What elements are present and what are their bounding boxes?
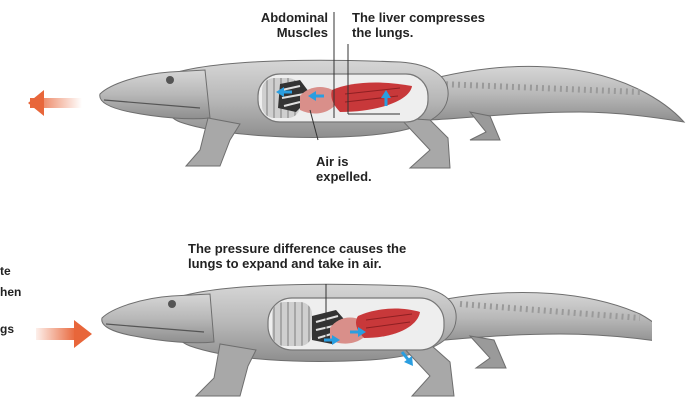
pressure-label-line1: The pressure difference causes the — [188, 241, 406, 256]
right-edge-panel — [652, 276, 687, 398]
liver-label-line1: The liver compresses — [352, 10, 485, 25]
bottom-alligator — [36, 284, 676, 396]
abdominal-label-line2: Muscles — [277, 25, 328, 40]
left-cut-line1: te — [0, 264, 11, 278]
pressure-difference-label: The pressure difference causes the lungs… — [188, 241, 406, 271]
left-cut-text-3: gs — [0, 322, 14, 336]
air-expelled-label: Air is expelled. — [316, 154, 372, 184]
abdominal-muscles-label: Abdominal Muscles — [252, 10, 328, 40]
air-label-line1: Air is — [316, 154, 349, 169]
liver-compresses-label: The liver compresses the lungs. — [352, 10, 485, 40]
air-label-line2: expelled. — [316, 169, 372, 184]
liver-label-line2: the lungs. — [352, 25, 413, 40]
abdominal-label-line1: Abdominal — [261, 10, 328, 25]
left-cut-line2: hen — [0, 285, 21, 299]
left-cut-line3: gs — [0, 322, 14, 336]
left-cut-text-2: hen — [0, 285, 21, 299]
pressure-label-line2: lungs to expand and take in air. — [188, 256, 382, 271]
left-cut-text-1: te — [0, 264, 11, 278]
